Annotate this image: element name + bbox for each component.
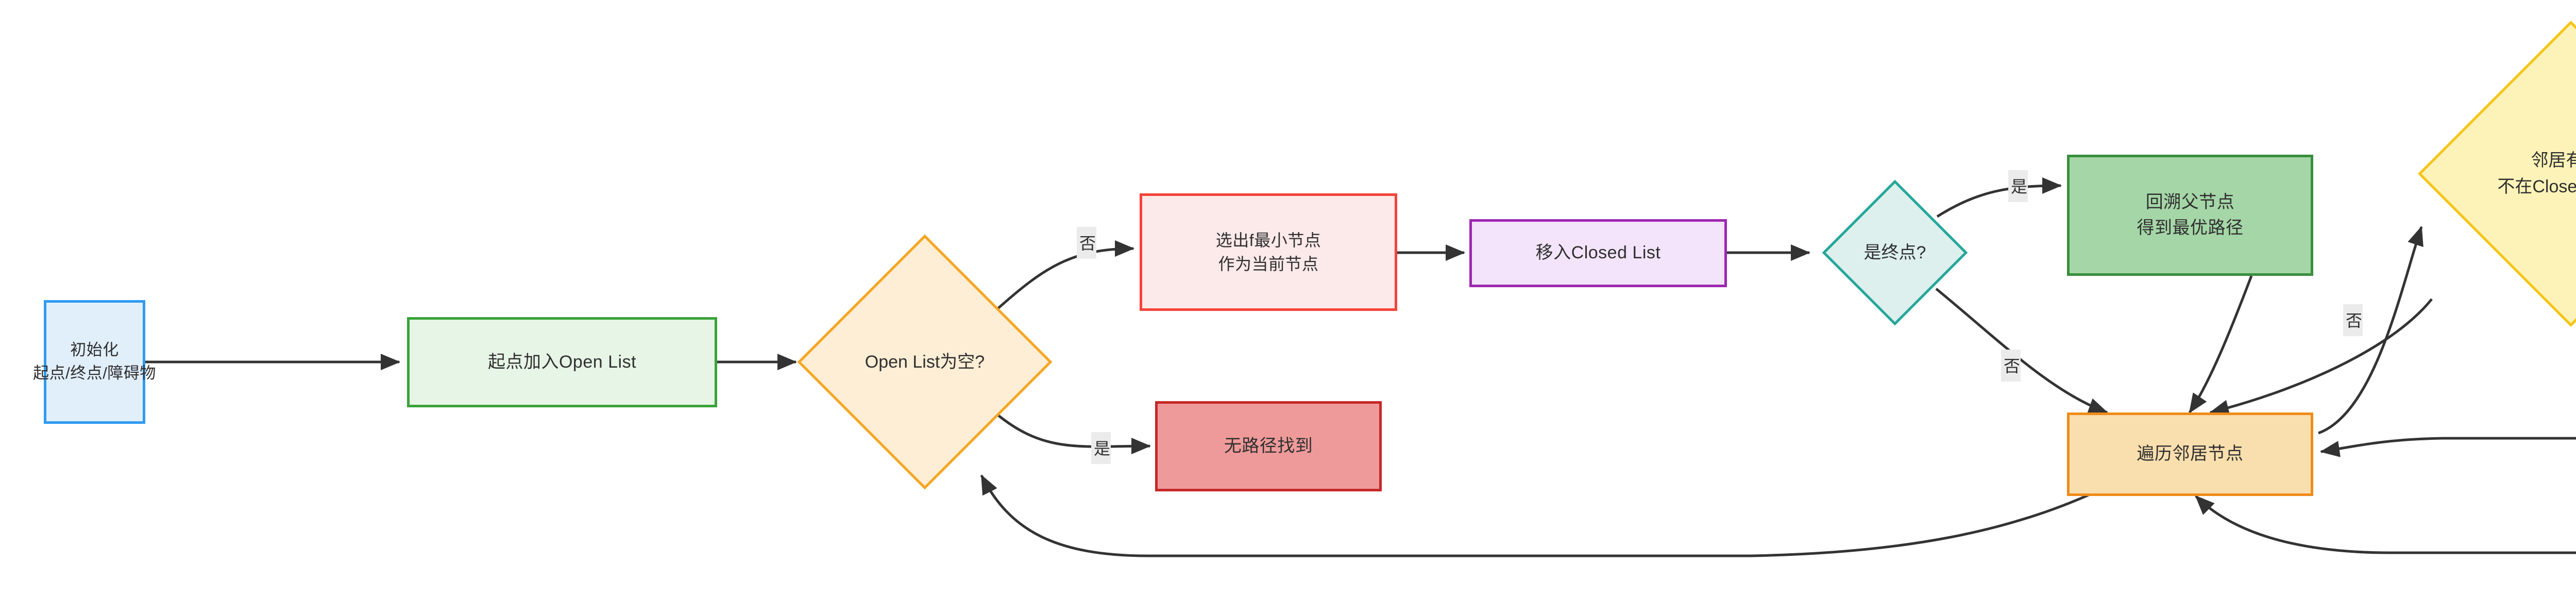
edge-label-open-empty-yes: 是	[1091, 432, 1111, 464]
node-pick-min-f[interactable]: 选出f最小节点 作为当前节点	[1140, 193, 1397, 311]
node-iterate-neighbors-label: 遍历邻居节点	[2137, 444, 2244, 464]
node-open-list-empty[interactable]: Open List为空?	[797, 234, 1053, 490]
node-move-to-closed-list[interactable]: 移入Closed List	[1469, 219, 1727, 287]
node-trace-back-parent[interactable]: 回溯父节点 得到最优路径	[2067, 155, 2313, 276]
node-no-path-found-label: 无路径找到	[1224, 436, 1313, 456]
is-goal-label-wrap: 是终点?	[1782, 201, 2008, 304]
node-open-list-empty-label: Open List为空?	[865, 352, 985, 372]
edge-label-nb-valid-no: 否	[2343, 304, 2363, 336]
node-init-line2: 起点/终点/障碍物	[33, 364, 156, 382]
node-pick-min-f-line1: 选出f最小节点	[1215, 230, 1321, 250]
node-neighbor-valid-line1: 邻居有效?	[2531, 151, 2576, 170]
node-no-path-found[interactable]: 无路径找到	[1155, 401, 1382, 491]
node-neighbor-valid-line2: 不在Closed/非障碍	[2497, 177, 2576, 196]
node-iterate-neighbors[interactable]: 遍历邻居节点	[2067, 412, 2313, 496]
edge-label-is-goal-yes: 是	[2008, 170, 2028, 202]
node-pick-min-f-line2: 作为当前节点	[1218, 255, 1319, 273]
edge-label-open-empty-no: 否	[1077, 227, 1096, 259]
node-init-line1: 初始化	[70, 341, 119, 359]
node-neighbor-valid[interactable]: 邻居有效? 不在Closed/非障碍	[2418, 21, 2576, 327]
node-add-open-list-label: 起点加入Open List	[487, 352, 637, 372]
edge-iter-nb-to-open-empty	[980, 474, 2095, 557]
edge-better-open-no	[2320, 437, 2576, 457]
neighbor-valid-label-wrap: 邻居有效? 不在Closed/非障碍	[2333, 65, 2576, 282]
open-list-empty-label-wrap: Open List为空?	[726, 272, 1123, 452]
edge-trace-back-to-iter-nb	[2188, 275, 2253, 414]
edge-is-goal-no	[1935, 288, 2108, 414]
node-move-to-closed-list-label: 移入Closed List	[1535, 243, 1661, 263]
node-trace-back-parent-line2: 得到最优路径	[2137, 218, 2244, 238]
node-add-open-list[interactable]: 起点加入Open List	[407, 317, 717, 407]
edge-update-par-to-iter-nb	[2195, 495, 2576, 554]
node-trace-back-parent-line1: 回溯父节点	[2145, 192, 2235, 212]
node-is-goal[interactable]: 是终点?	[1822, 179, 1968, 326]
node-is-goal-label: 是终点?	[1863, 242, 1926, 262]
node-init[interactable]: 初始化 起点/终点/障碍物	[33, 300, 156, 424]
edge-label-is-goal-no: 否	[2001, 350, 2021, 382]
edge-nb-valid-no	[2209, 298, 2433, 416]
